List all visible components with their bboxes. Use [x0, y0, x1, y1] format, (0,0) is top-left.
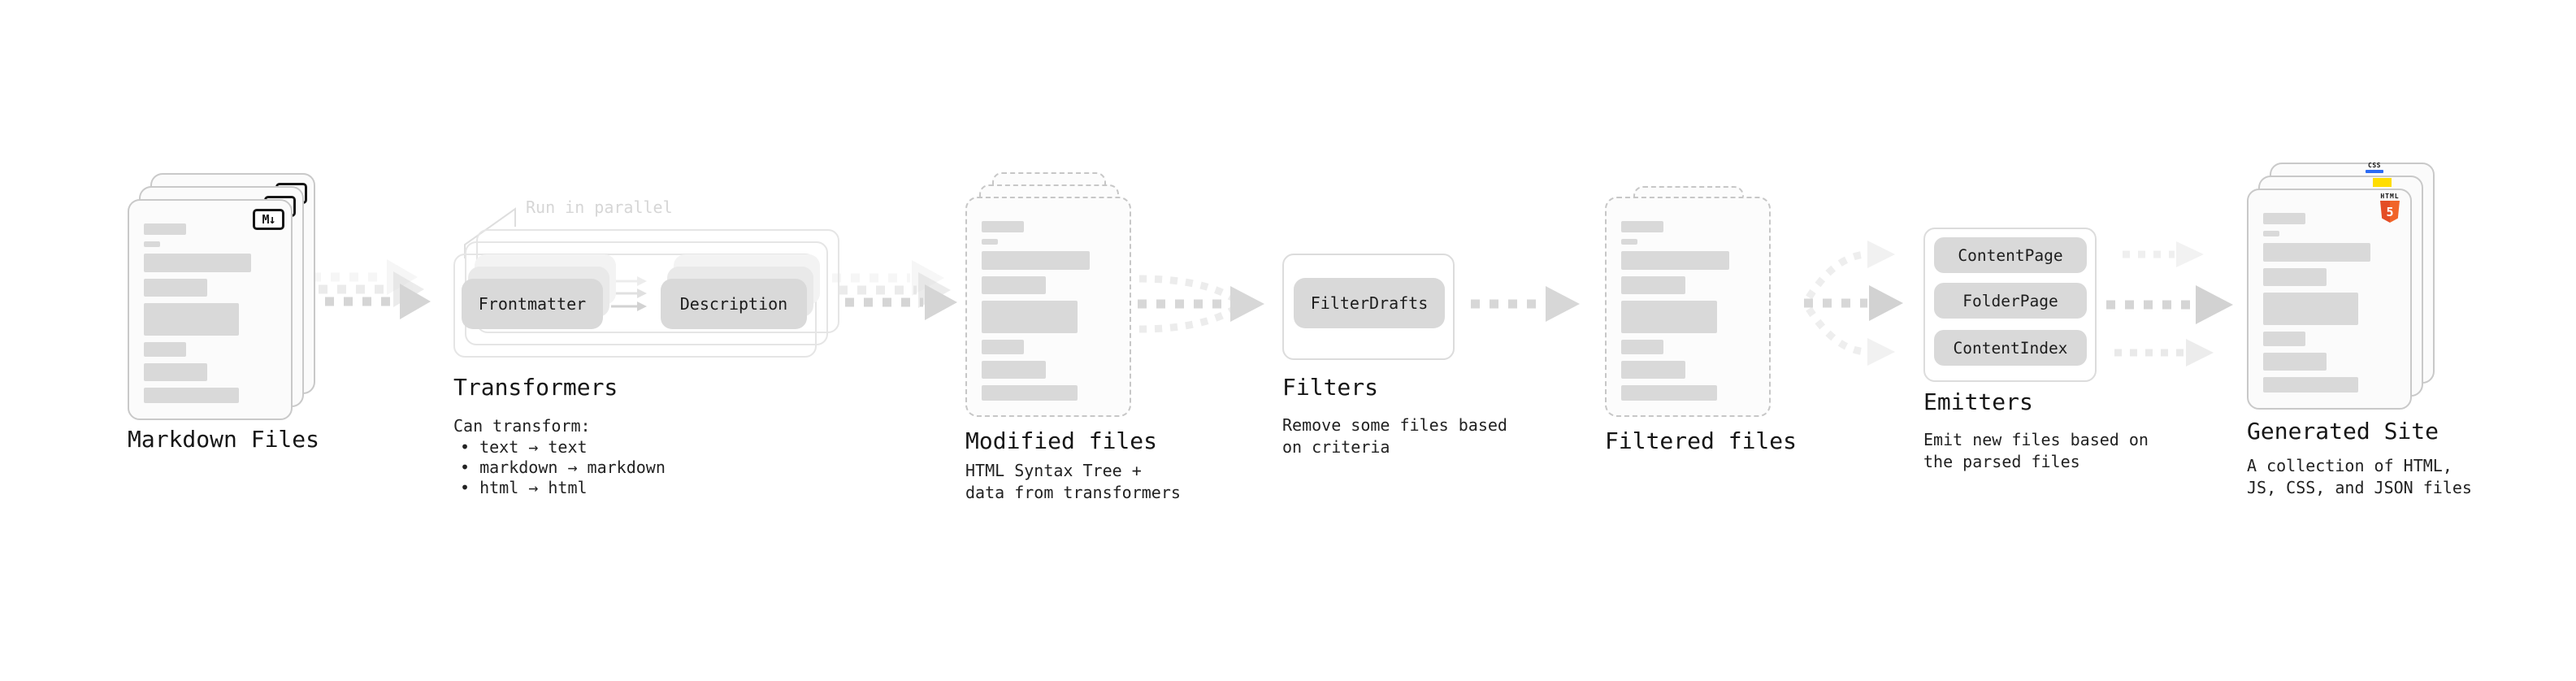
stage-label-emitters: Emitters [1923, 388, 2033, 415]
doc-placeholder-lines [1621, 221, 1754, 407]
css-icon-underline [2366, 170, 2383, 173]
html5-icon: HTML 5 [2379, 193, 2400, 223]
transformer-pill-frontmatter: Frontmatter [462, 279, 603, 329]
arrow-modified-to-filters [1138, 275, 1264, 333]
bullet-html-to-html: • html → html [460, 478, 588, 497]
modified-files-description: HTML Syntax Tree + data from transformer… [965, 461, 1181, 502]
stage-label-filtered-files: Filtered files [1605, 427, 1798, 454]
generated-site-description: A collection of HTML, JS, CSS, and JSON … [2247, 456, 2472, 497]
bullet-text-to-text: • text → text [460, 437, 588, 457]
generated-doc-front [2247, 189, 2412, 410]
css-icon-label: CSS [2368, 162, 2381, 169]
transformers-bullet-list: • text → text • markdown → markdown • ht… [460, 437, 666, 498]
stage-label-modified-files: Modified files [965, 427, 1158, 454]
transformer-box-front [453, 254, 817, 358]
bullet-markdown-to-markdown: • markdown → markdown [460, 458, 666, 477]
html5-icon-five: 5 [2386, 204, 2394, 219]
html5-icon-shield: 5 [2380, 201, 2400, 223]
arrow-emitters-to-generated [2106, 241, 2233, 367]
filtered-doc-front [1605, 197, 1771, 417]
stage-label-filters: Filters [1282, 374, 1379, 401]
html5-icon-word: HTML [2380, 193, 2400, 200]
emitter-pill-folderpage: FolderPage [1934, 283, 2087, 319]
markdown-doc-front: M↓ [128, 199, 293, 420]
run-in-parallel-note: Run in parallel [526, 197, 673, 217]
emitters-description: Emit new files based on the parsed files [1923, 430, 2149, 471]
stage-label-markdown-files: Markdown Files [128, 426, 320, 453]
css-icon: CSS [2365, 163, 2384, 173]
arrow-filters-to-filtered [1471, 286, 1580, 322]
filters-box [1282, 254, 1455, 360]
arrow-filtered-to-emitters [1804, 241, 1903, 366]
emitter-pill-contentindex: ContentIndex [1934, 330, 2087, 366]
filter-pill-filterdrafts: FilterDrafts [1294, 278, 1445, 328]
doc-placeholder-lines [2263, 213, 2396, 399]
transformer-pill-description: Description [661, 279, 807, 329]
doc-placeholder-lines [982, 221, 1115, 407]
stage-label-transformers: Transformers [453, 374, 618, 401]
stage-label-generated-site: Generated Site [2247, 418, 2439, 445]
modified-doc-front [965, 197, 1131, 417]
markdown-icon: M↓ [253, 209, 284, 230]
doc-placeholder-lines [144, 223, 276, 410]
filters-description: Remove some files based on criteria [1282, 415, 1507, 457]
emitter-pill-contentpage: ContentPage [1934, 237, 2087, 273]
transformers-desc-title: Can transform: [453, 416, 591, 436]
javascript-icon [2373, 178, 2392, 187]
emitters-box [1923, 228, 2097, 382]
